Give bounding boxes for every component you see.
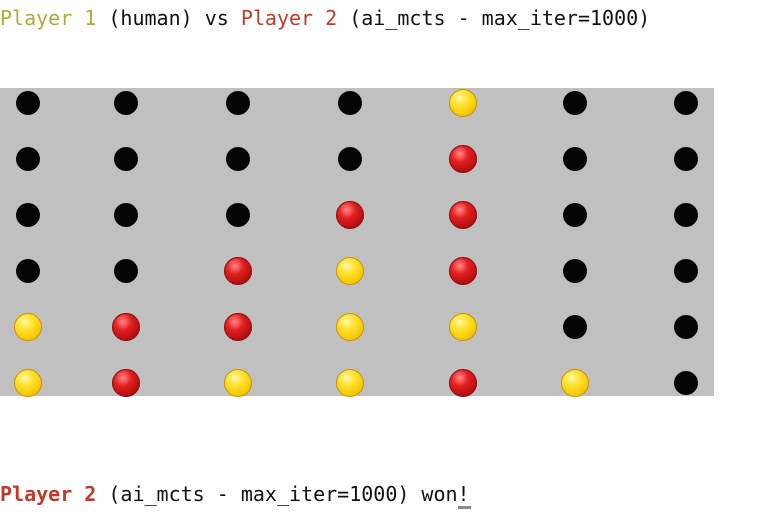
player2-description: (ai_mcts - max_iter=1000) — [337, 6, 651, 30]
empty-slot — [226, 91, 250, 115]
empty-slot — [114, 259, 138, 283]
yellow-disc — [449, 89, 477, 117]
yellow-disc — [336, 313, 364, 341]
empty-slot — [338, 91, 362, 115]
game-board[interactable] — [0, 88, 714, 397]
empty-slot — [16, 203, 40, 227]
player2-label: Player 2 — [240, 6, 338, 30]
red-disc — [449, 201, 477, 229]
red-disc — [112, 369, 140, 397]
red-disc — [224, 313, 252, 341]
game-result: Player 2 (ai_mcts - max_iter=1000) won! — [0, 482, 471, 509]
red-disc — [112, 313, 140, 341]
yellow-disc — [561, 369, 589, 397]
empty-slot — [16, 259, 40, 283]
player1-label: Player 1 — [0, 6, 97, 30]
game-header: Player 1 (human) vs Player 2 (ai_mcts - … — [0, 6, 650, 30]
winner-label: Player 2 — [0, 482, 97, 506]
empty-slot — [674, 315, 698, 339]
empty-slot — [674, 147, 698, 171]
player1-description: (human) vs — [96, 6, 241, 30]
empty-slot — [226, 147, 250, 171]
empty-slot — [114, 203, 138, 227]
empty-slot — [16, 147, 40, 171]
empty-slot — [338, 147, 362, 171]
winner-description: (ai_mcts - max_iter=1000) won! — [96, 482, 470, 506]
empty-slot — [226, 203, 250, 227]
empty-slot — [114, 91, 138, 115]
empty-slot — [674, 203, 698, 227]
red-disc — [449, 257, 477, 285]
red-disc — [336, 201, 364, 229]
empty-slot — [563, 259, 587, 283]
empty-slot — [114, 147, 138, 171]
yellow-disc — [336, 257, 364, 285]
empty-slot — [674, 259, 698, 283]
red-disc — [449, 145, 477, 173]
yellow-disc — [14, 369, 42, 397]
empty-slot — [563, 315, 587, 339]
text-cursor — [457, 506, 471, 509]
yellow-disc — [336, 369, 364, 397]
empty-slot — [563, 147, 587, 171]
red-disc — [224, 257, 252, 285]
yellow-disc — [449, 313, 477, 341]
red-disc — [449, 369, 477, 397]
empty-slot — [16, 91, 40, 115]
empty-slot — [674, 371, 698, 395]
yellow-disc — [14, 313, 42, 341]
empty-slot — [674, 91, 698, 115]
yellow-disc — [224, 369, 252, 397]
empty-slot — [563, 91, 587, 115]
empty-slot — [563, 203, 587, 227]
